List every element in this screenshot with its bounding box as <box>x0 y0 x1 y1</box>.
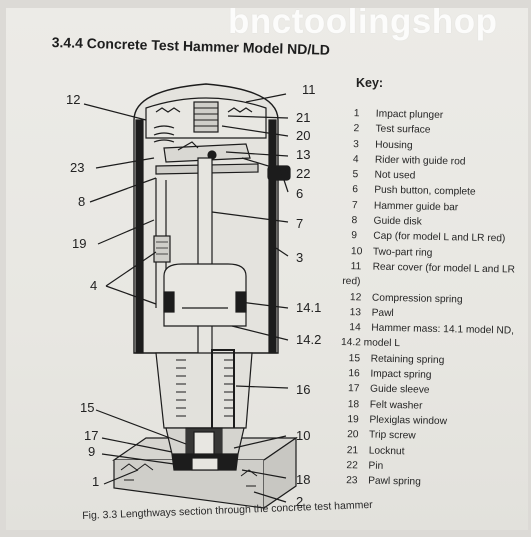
callout-6: 6 <box>296 186 303 201</box>
callout-21: 21 <box>296 110 310 125</box>
callout-16: 16 <box>296 382 310 397</box>
key-item-number: 7 <box>351 199 358 212</box>
callout-7: 7 <box>296 216 303 231</box>
key-item-text: Push button, complete <box>374 185 476 199</box>
callout-10: 10 <box>296 428 310 443</box>
callout-15: 15 <box>80 400 94 415</box>
key-item-text: Rider with guide rod <box>374 154 466 168</box>
key-item-number: 9 <box>351 230 358 242</box>
key-item-text: Guide disk <box>373 215 422 228</box>
key-item-text: Pawl <box>371 307 394 319</box>
key-item-text: Locknut <box>368 445 405 457</box>
key-item-number: 12 <box>349 291 362 303</box>
callout-17: 17 <box>84 428 98 443</box>
key-item-text: Guide sleeve <box>369 383 430 397</box>
push-button <box>267 165 291 181</box>
key-item-number: 4 <box>352 154 359 166</box>
key-item-text: Trip screw <box>368 429 416 442</box>
key-item-number: 13 <box>349 306 362 319</box>
key-item-text: Two-part ring <box>372 246 433 259</box>
key-item-text: Felt washer <box>369 399 423 412</box>
key-item-number: 23 <box>346 475 358 487</box>
callout-23: 23 <box>70 160 84 175</box>
key-item-number: 14 <box>349 322 361 334</box>
callout-1: 1 <box>92 474 99 489</box>
callout-8: 8 <box>78 194 85 209</box>
key-item-text: Plexiglas window <box>369 414 448 428</box>
manual-page: 12 11 21 20 13 23 22 6 8 7 19 3 4 14.1 1… <box>6 8 528 530</box>
key-item-number: 8 <box>351 215 358 227</box>
callout-12: 12 <box>66 92 80 107</box>
callout-13: 13 <box>296 147 310 162</box>
key-item-number: 11 <box>350 261 362 273</box>
key-item-number: 18 <box>347 398 360 410</box>
hammer-mass <box>163 263 247 327</box>
callout-20: 20 <box>296 128 310 143</box>
callout-3: 3 <box>296 250 303 265</box>
key-item-number: 15 <box>348 352 361 365</box>
callout-14-2: 14.2 <box>296 332 321 347</box>
callout-11: 11 <box>302 82 316 97</box>
key-item-number: 22 <box>346 459 358 472</box>
callout-2: 2 <box>296 494 303 509</box>
key-item-text: Test surface <box>375 123 431 137</box>
key-item-text: Retaining spring <box>370 353 445 366</box>
key-item-number: 19 <box>347 414 359 426</box>
key-item-text: Pawl spring <box>368 475 421 488</box>
key-item-text: Pin <box>368 460 384 472</box>
key-item-text: Impact plunger <box>375 108 444 122</box>
callout-18: 18 <box>296 472 310 487</box>
key-item-text: Cap (for model L and LR red) <box>373 230 506 245</box>
key-heading: Key: <box>356 76 384 90</box>
callout-14-1: 14.1 <box>296 300 321 315</box>
hammer-section-diagram: 12 11 21 20 13 23 22 6 8 7 19 3 4 14.1 1… <box>66 82 321 509</box>
key-item-number: 5 <box>352 169 359 181</box>
key-item-number: 21 <box>346 444 359 456</box>
key-item-text: Impact spring <box>370 368 432 381</box>
key-item-number: 10 <box>350 245 363 258</box>
key-item-number: 17 <box>347 383 360 395</box>
callout-22: 22 <box>296 166 310 181</box>
key-item-text: Compression spring <box>371 292 463 306</box>
key-item-number: 2 <box>353 123 360 135</box>
key-item-number: 6 <box>352 184 359 196</box>
key-item-number: 3 <box>353 138 359 150</box>
key-item-text: Hammer guide bar <box>373 200 459 214</box>
key-item-number: 20 <box>346 429 359 441</box>
test-surface-side <box>263 436 297 509</box>
key-item-number: 1 <box>353 108 360 120</box>
callout-19: 19 <box>72 236 86 251</box>
trip-screw <box>193 101 219 133</box>
key-list: 1 Impact plunger 2 Test surface 3 Housing 4 Rid… <box>338 106 528 492</box>
key-item-text: Not used <box>374 169 416 182</box>
callout-9: 9 <box>88 444 95 459</box>
watermark-logo: bnctoolingshop <box>228 8 498 41</box>
key-item-text: Housing <box>375 139 413 151</box>
housing-wall-right <box>268 119 277 354</box>
key-item-number: 16 <box>348 368 360 380</box>
callout-4: 4 <box>90 278 97 293</box>
housing-wall-left <box>135 119 144 354</box>
